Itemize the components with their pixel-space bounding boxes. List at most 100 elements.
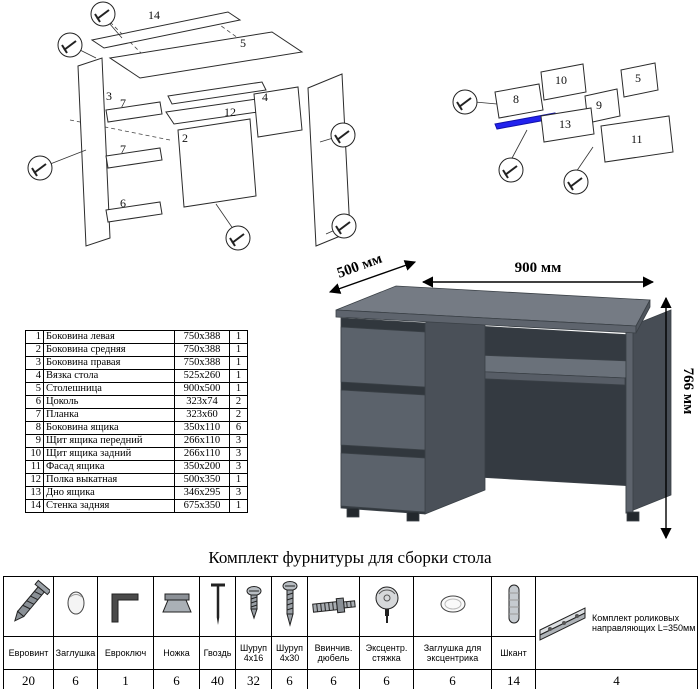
screw-callout-icon <box>452 89 478 115</box>
part-name-cell: Фасад ящика <box>43 460 175 474</box>
hardware-qty: 32 <box>235 669 272 689</box>
hardware-label: Ввинчив. дюбель <box>307 636 360 670</box>
dimension-depth: 500 мм <box>335 251 384 282</box>
part-name-cell: Цоколь <box>43 395 175 409</box>
hex-key-icon <box>102 593 150 630</box>
part-label: 6 <box>120 196 126 210</box>
part-name-cell: Боковина правая <box>43 356 175 370</box>
hardware-label: Комплект роликовых направляющих L=350мм <box>592 613 696 633</box>
part-name-cell: Дно ящика <box>43 486 175 500</box>
part-qty-cell: 3 <box>229 460 248 474</box>
parts-table: 1 Боковина левая 750x388 1 2 Боковина ср… <box>25 330 248 513</box>
hardware-label: Евровинт <box>3 636 54 670</box>
part-name-cell: Стенка задняя <box>43 499 175 513</box>
part-qty-cell: 1 <box>229 473 248 487</box>
hardware-qty: 6 <box>153 669 200 689</box>
part-qty-cell: 1 <box>229 330 248 344</box>
part-label: 9 <box>596 98 602 112</box>
table-row: 14 Стенка задняя 675x350 1 <box>25 499 248 513</box>
part-number-labels: 10 5 8 9 13 11 <box>513 71 643 146</box>
table-row: 8 Боковина ящика 350x110 6 <box>25 421 248 435</box>
part-size-cell: 266x110 <box>174 447 230 461</box>
table-row: 2 Боковина средняя 750x388 1 <box>25 343 248 357</box>
part-size-cell: 500x350 <box>174 473 230 487</box>
part-name-cell: Планка <box>43 408 175 422</box>
part-label: 8 <box>513 92 519 106</box>
hardware-qty: 6 <box>53 669 98 689</box>
drawer-parts <box>494 62 674 163</box>
part-number-cell: 9 <box>25 434 44 448</box>
part-number-cell: 7 <box>25 408 44 422</box>
dowel-icon <box>501 584 527 632</box>
part-name-cell: Щит ящика передний <box>43 434 175 448</box>
screw-4x30-icon <box>275 581 305 634</box>
part-size-cell: 750x388 <box>174 356 230 370</box>
hardware-label: Шуруп 4x30 <box>271 636 308 670</box>
part-qty-cell: 1 <box>229 356 248 370</box>
part-qty-cell: 2 <box>229 395 248 409</box>
part-name-cell: Полка выкатная <box>43 473 175 487</box>
cap-icon <box>58 591 94 630</box>
part-qty-cell: 3 <box>229 486 248 500</box>
part-size-cell: 675x350 <box>174 499 230 513</box>
part-qty-cell: 3 <box>229 434 248 448</box>
hardware-qty: 6 <box>359 669 414 689</box>
exploded-diagram-desk: 14 5 3 7 12 4 2 7 6 <box>27 1 357 251</box>
part-size-cell: 346x295 <box>174 486 230 500</box>
screw-callout-icon <box>57 32 83 58</box>
hardware-table: Комплект роликовых направляющих L=350мм … <box>3 576 698 689</box>
screw-callout-icon <box>330 122 356 148</box>
euro-screw-icon <box>8 579 51 633</box>
hardware-label: Заглушка <box>53 636 98 670</box>
hardware-icon-row: Комплект роликовых направляющих L=350мм <box>3 576 698 670</box>
table-row: 10 Щит ящика задний 266x110 3 <box>25 447 248 461</box>
dimension-height: 766 мм <box>680 368 695 415</box>
part-label: 3 <box>106 89 112 103</box>
drawer-front-2 <box>340 389 426 451</box>
part-label: 2 <box>182 131 188 145</box>
hardware-qty: 6 <box>413 669 492 689</box>
table-row: 11 Фасад ящика 350x200 3 <box>25 460 248 474</box>
part-qty-cell: 6 <box>229 421 248 435</box>
hardware-qty-row: 20 6 1 6 40 32 6 6 6 6 14 4 <box>3 669 698 689</box>
table-row: 6 Цоколь 323x74 2 <box>25 395 248 409</box>
part-name-cell: Щит ящика задний <box>43 447 175 461</box>
cam-cap-icon <box>431 595 475 628</box>
table-row: 4 Вязка стола 525x260 1 <box>25 369 248 383</box>
part-desktop <box>108 31 304 79</box>
foot-icon <box>155 593 199 630</box>
hardware-qty: 4 <box>535 669 698 689</box>
screw-in-dowel-icon <box>309 597 359 630</box>
desk-foot <box>626 511 640 522</box>
part-size-cell: 350x200 <box>174 460 230 474</box>
part-label: 5 <box>635 71 641 85</box>
screw-4x16-icon <box>239 586 269 629</box>
part-drawer-front <box>600 115 674 163</box>
desktop-right-edge <box>635 299 651 334</box>
part-number-cell: 14 <box>25 499 44 513</box>
hardware-label: Шкант <box>491 636 536 670</box>
part-name-cell: Боковина левая <box>43 330 175 344</box>
hardware-qty: 20 <box>3 669 54 689</box>
hardware-label: Эксцентр. стяжка <box>359 636 414 670</box>
screw-callout-icon <box>225 225 251 251</box>
right-side-panel-edge <box>625 327 634 514</box>
part-qty-cell: 1 <box>229 382 248 396</box>
part-drawer-back <box>540 63 587 101</box>
desk-foot <box>406 511 420 522</box>
screw-callout-icon <box>90 1 116 27</box>
part-plinth <box>105 201 163 223</box>
part-size-cell: 323x60 <box>174 408 230 422</box>
cam-lock-icon <box>365 586 409 632</box>
screw-callout-icon <box>498 157 524 183</box>
part-mid-panel <box>177 118 257 208</box>
part-label: 4 <box>262 90 268 104</box>
part-label: 11 <box>631 132 643 146</box>
part-number-cell: 11 <box>25 460 44 474</box>
table-row: 5 Столешница 900x500 1 <box>25 382 248 396</box>
drawer-front-3 <box>340 452 426 513</box>
part-tie <box>253 86 303 138</box>
part-qty-cell: 3 <box>229 447 248 461</box>
parts-table-body: 1 Боковина левая 750x388 1 2 Боковина ср… <box>25 330 248 513</box>
